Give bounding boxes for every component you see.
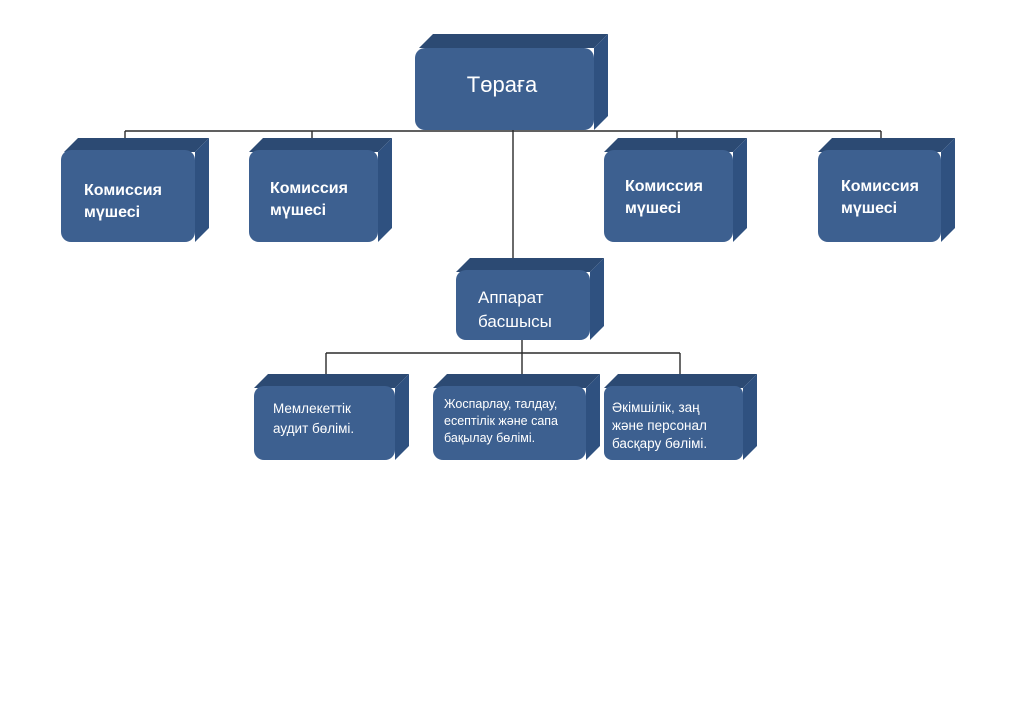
department-box-3: Әкімшілік, заң және персонал басқару бөл… (604, 374, 757, 460)
member-label-1: Комиссия мүшесі (84, 182, 166, 221)
member-label-4: Комиссия мүшесі (841, 178, 923, 217)
root-box: Төраға (415, 34, 608, 130)
department-label-2: Жоспарлау, талдау, есептілік және сапа б… (444, 397, 562, 445)
member-box-4: Комиссия мүшесі (818, 138, 955, 242)
department-box-1: Мемлекеттік аудит бөлімі. (254, 374, 409, 460)
member-box-3: Комиссия мүшесі (604, 138, 747, 242)
department-box-2: Жоспарлау, талдау, есептілік және сапа б… (433, 374, 600, 460)
connectors (124, 113, 882, 385)
head-of-staff-box: Аппарат басшысы (456, 258, 604, 340)
member-label-3: Комиссия мүшесі (625, 178, 707, 217)
department-label-1: Мемлекеттік аудит бөлімі. (273, 401, 355, 436)
root-label: Төраға (467, 72, 538, 97)
head-of-staff-label: Аппарат басшысы (478, 288, 552, 331)
member-box-1: Комиссия мүшесі (61, 138, 209, 242)
member-box-2: Комиссия мүшесі (249, 138, 392, 242)
department-label-3: Әкімшілік, заң және персонал басқару бөл… (612, 400, 711, 451)
member-label-2: Комиссия мүшесі (270, 180, 352, 219)
